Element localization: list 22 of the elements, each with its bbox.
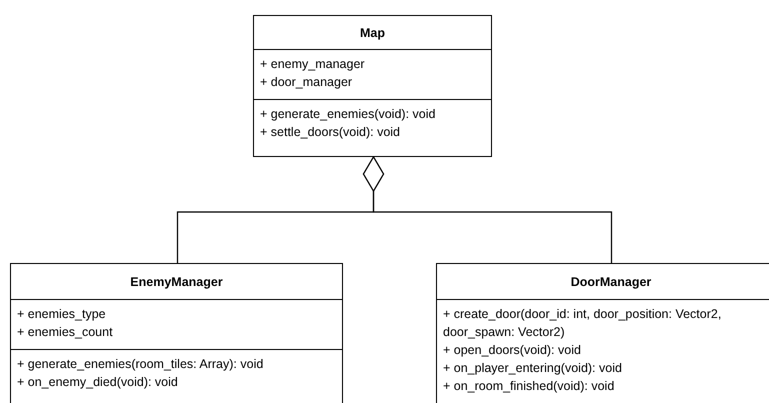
class-compartment [254, 99, 491, 141]
member-text: + create_door(door_id: int, door_position: Vector2, door_spawn: Vector2) [443, 306, 722, 341]
member-text: + open_doors(void): void [443, 342, 581, 359]
member-text: + enemies_count [17, 324, 113, 341]
member-text: + on_enemy_died(void): void [17, 374, 178, 391]
class-box [10, 263, 343, 403]
class-compartment [437, 299, 769, 395]
class-name: DoorManager [570, 274, 652, 288]
member-text: + enemy_manager [260, 56, 365, 73]
member-text: + settle_doors(void): void [260, 124, 400, 141]
class-name: Map [360, 26, 385, 40]
member-text: + on_player_entering(void): void [443, 360, 622, 377]
class-box [253, 15, 492, 157]
member-text: + generate_enemies(room_tiles: Array): void [17, 356, 264, 373]
class-name: EnemyManager [130, 274, 223, 288]
aggregation-connector [362, 156, 612, 263]
class-box [436, 263, 769, 403]
member-text: + on_room_finished(void): void [443, 378, 614, 395]
member-text: + door_manager [260, 74, 352, 91]
class-compartment [11, 349, 342, 391]
member-text: + enemies_type [17, 306, 106, 323]
member-text: + generate_enemies(void): void [260, 106, 436, 123]
